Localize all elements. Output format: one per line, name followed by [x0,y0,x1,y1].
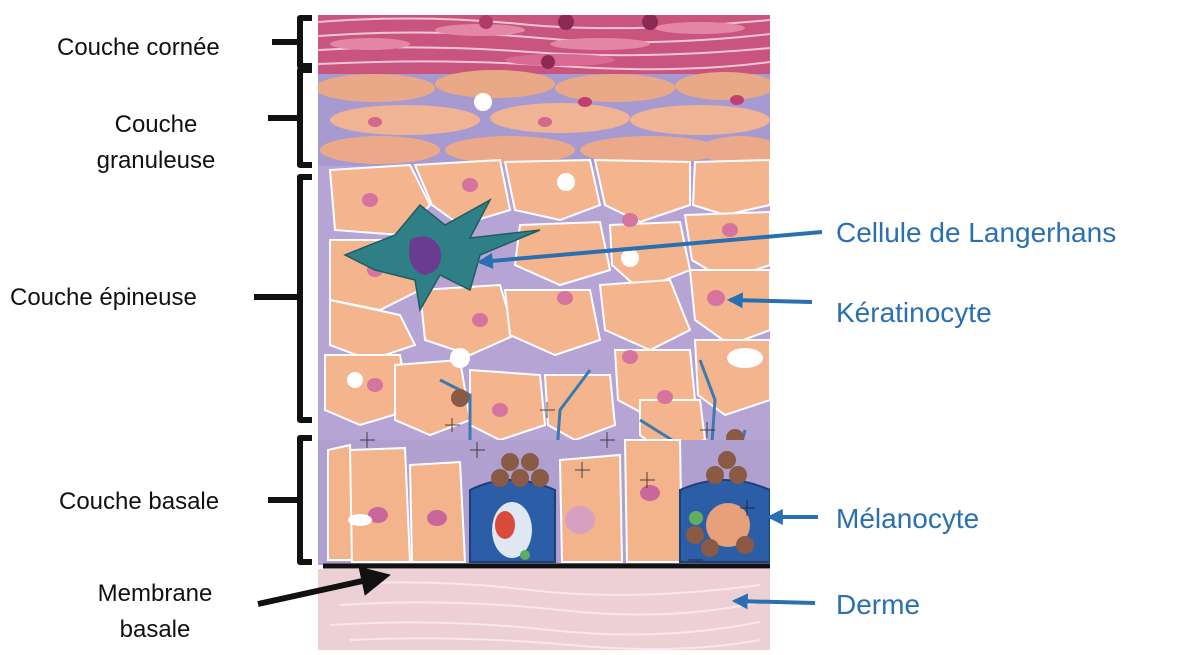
label-membrane-line2: basale [120,616,191,643]
label-couche-granuleuse-line1: Couche [115,111,198,138]
label-keratinocyte: Kératinocyte [836,297,992,328]
label-melanocyte: Mélanocyte [836,503,979,534]
layer-brackets [254,18,312,562]
label-couche-basale: Couche basale [59,488,219,515]
label-membrane-line1: Membrane [98,580,213,607]
stratum-granulosum [315,70,780,166]
label-cellule-de-langerhans: Cellule de Langerhans [836,217,1116,248]
dermis [318,569,770,651]
keratinocyte-nucleus [707,290,725,306]
bracket-basale [268,438,312,562]
derme-pointer [735,601,815,603]
bracket-epineuse [254,177,312,420]
label-couche-granuleuse-line2: granuleuse [97,147,216,174]
skin-tissue-illustration [315,14,780,651]
label-couche-cornee: Couche cornée [57,34,220,61]
label-couche-epineuse: Couche épineuse [10,284,197,311]
label-derme: Derme [836,589,920,620]
bracket-granuleuse [268,70,312,165]
keratinocyte-pointer [730,300,812,302]
stratum-corneum [318,14,770,75]
bracket-cornee [272,18,312,66]
